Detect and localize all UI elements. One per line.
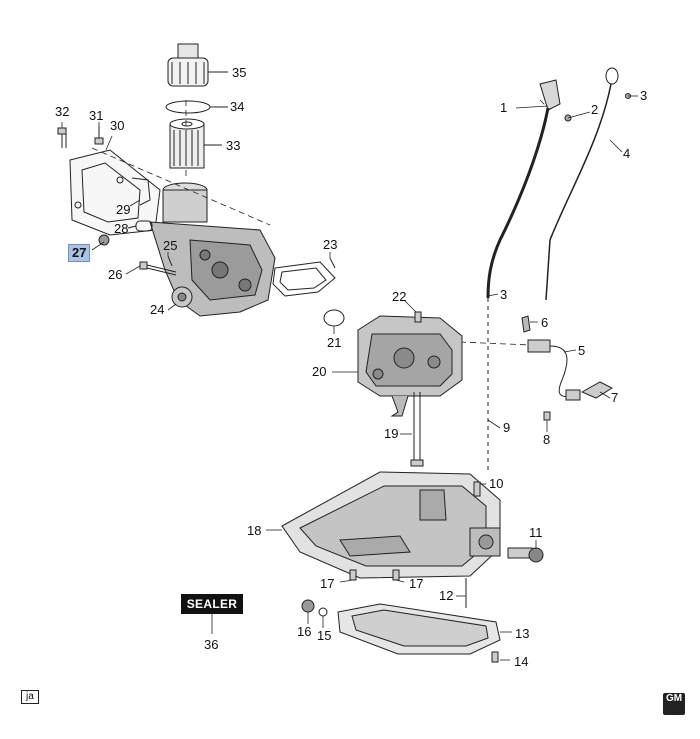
bolt-32 [57,127,67,148]
callout-4: 4 [623,146,631,161]
callout-24: 24 [150,302,165,317]
oil-filter-adapter-housing [149,182,276,317]
callout-12: 12 [439,588,454,603]
callout-3-top: 3 [640,88,648,103]
callout-6: 6 [541,315,549,330]
callout-11: 11 [529,525,543,540]
callout-34: 34 [230,99,245,114]
callout-27-highlighted: 27 [68,244,91,262]
callout-25: 25 [163,238,178,253]
gm-logo-icon: GM [663,693,685,715]
callout-13: 13 [515,626,530,641]
callout-8: 8 [543,432,551,447]
callout-23: 23 [323,237,338,252]
oil-level-indicator-4 [545,67,619,301]
oil-pan-lower-13 [337,603,501,655]
gasket-23 [272,261,336,297]
callout-32: 32 [55,104,70,119]
callout-26: 26 [108,267,123,282]
callout-17-right: 17 [409,576,424,591]
drain-plug-11 [507,547,544,563]
callout-20: 20 [312,364,327,379]
callout-9: 9 [503,420,511,435]
callout-19: 19 [384,426,399,441]
oil-filter-cap-35 [167,43,228,87]
callout-5: 5 [578,343,586,358]
callout-33: 33 [226,138,241,153]
oil-filter-seal-34 [165,100,211,114]
callout-3-mid: 3 [500,287,508,302]
callout-1: 1 [500,100,508,115]
bolt-26 [139,261,177,276]
bolt-31 [94,126,104,145]
callout-30: 30 [110,118,125,133]
oil-pan-upper-18 [281,471,501,579]
callout-22: 22 [392,289,407,304]
callout-17-left: 17 [320,576,335,591]
callout-21: 21 [327,335,342,350]
callout-15: 15 [317,628,332,643]
callout-14: 14 [514,654,529,669]
callout-29: 29 [116,202,131,217]
oil-filter-element-33 [169,118,222,169]
seal-21 [323,309,345,327]
callout-28: 28 [114,221,129,236]
sealer-label-box: SEALER [181,594,243,614]
callout-18: 18 [247,523,262,538]
reference-tag: ja [21,690,39,704]
callout-7: 7 [611,390,619,405]
oil-pump-20 [357,315,463,417]
callout-36: 36 [204,637,219,652]
oil-level-indicator-tube-1 [486,79,561,470]
callout-10: 10 [489,476,504,491]
gm-logo-text: GM [665,693,683,704]
bolt-19 [410,392,424,467]
callout-16: 16 [297,624,312,639]
callout-2: 2 [591,102,599,117]
plug-27 [98,234,110,246]
callout-35: 35 [232,65,247,80]
callout-31: 31 [89,108,104,123]
sensor-harness-5 [527,339,581,401]
